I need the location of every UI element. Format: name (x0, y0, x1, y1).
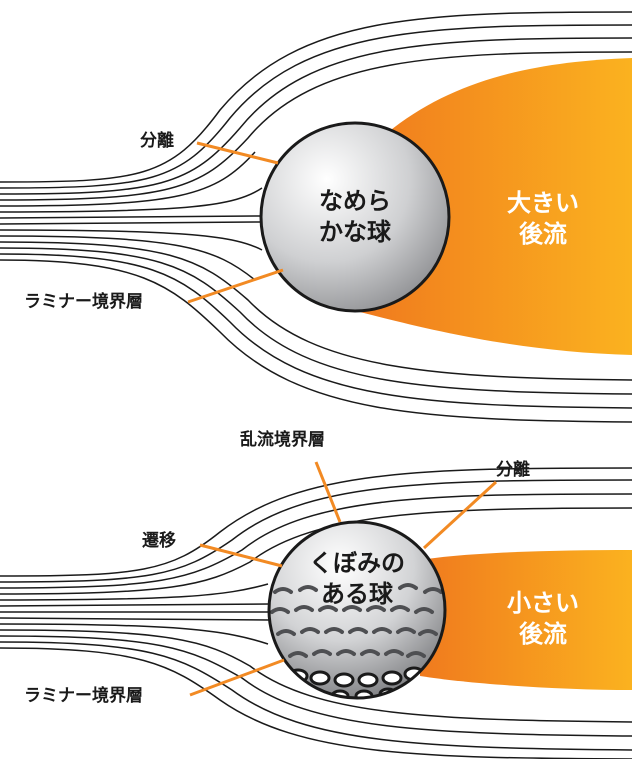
small-wake (420, 550, 632, 690)
transition-leader (199, 543, 283, 568)
laminar-label-top: ラミナー境界層 (24, 292, 143, 312)
turbulent-label: 乱流境界層 (240, 430, 325, 450)
large-wake-line2: 後流 (519, 220, 567, 249)
large-wake-line1: 大きい (507, 189, 579, 217)
separation-label-bottom: 分離 (496, 460, 530, 480)
dimpled-ball-label: くぼみの ある球 (290, 548, 424, 610)
laminar-label-bottom: ラミナー境界層 (24, 686, 143, 706)
streamlines-top (0, 11, 632, 423)
dimpled-ball-outline (267, 520, 447, 700)
large-wake (360, 58, 632, 355)
turbulent-leader (314, 461, 342, 523)
small-wake-line1: 小さい (507, 589, 579, 617)
smooth-ball-label: なめら かな球 (290, 186, 420, 248)
laminar-leader-bottom (189, 658, 285, 697)
dimpled-ball-line2: ある球 (321, 580, 393, 609)
small-wake-line2: 後流 (519, 620, 567, 649)
laminar-leader-top (187, 268, 284, 304)
separation-leader-bottom (422, 480, 498, 550)
large-wake-label: 大きい 後流 (488, 188, 598, 250)
dimples (270, 583, 443, 658)
smooth-ball-line1: なめら (319, 187, 391, 215)
transition-label: 遷移 (142, 531, 176, 551)
smooth-ball (259, 121, 451, 313)
streamlines-bottom (0, 467, 632, 759)
small-wake-label: 小さい 後流 (488, 588, 598, 650)
separation-leader-top (196, 141, 279, 165)
separation-label-top: 分離 (140, 131, 174, 151)
dimpled-ball-line1: くぼみの (309, 549, 405, 577)
smooth-ball-line2: かな球 (319, 218, 391, 247)
